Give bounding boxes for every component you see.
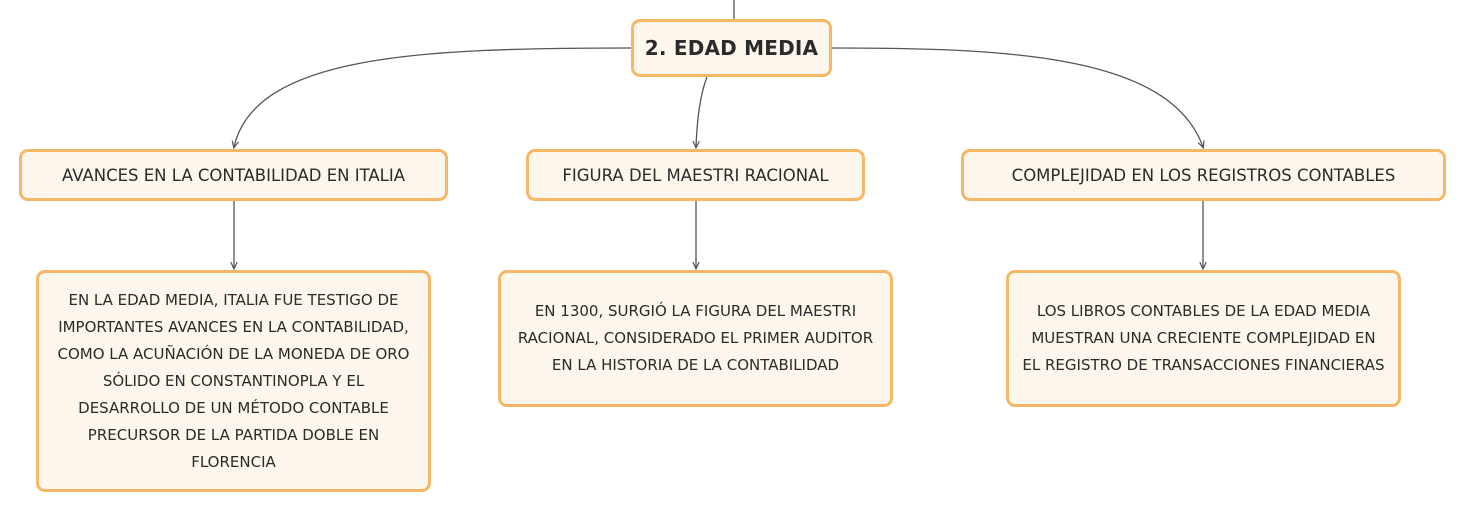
detail-node-maestri-racional[interactable]: EN 1300, SURGIÓ LA FIGURA DEL MAESTRI RA… xyxy=(498,270,893,407)
topic-node-complejidad-registros[interactable]: COMPLEJIDAD EN LOS REGISTROS CONTABLES xyxy=(961,149,1446,201)
detail-node-text: LOS LIBROS CONTABLES DE LA EDAD MEDIA MU… xyxy=(1022,302,1385,374)
detail-node-avances-italia[interactable]: EN LA EDAD MEDIA, ITALIA FUE TESTIGO DE … xyxy=(36,270,431,492)
detail-node-text: EN 1300, SURGIÓ LA FIGURA DEL MAESTRI RA… xyxy=(517,302,874,374)
topic-node-avances-italia[interactable]: AVANCES EN LA CONTABILIDAD EN ITALIA xyxy=(19,149,448,201)
connector-root-to-topic-3 xyxy=(831,47,1203,147)
topic-node-label: AVANCES EN LA CONTABILIDAD EN ITALIA xyxy=(61,165,406,185)
detail-node-text: EN LA EDAD MEDIA, ITALIA FUE TESTIGO DE … xyxy=(57,290,410,471)
topic-node-label: FIGURA DEL MAESTRI RACIONAL xyxy=(562,165,829,185)
topic-node-label: COMPLEJIDAD EN LOS REGISTROS CONTABLES xyxy=(1011,165,1396,185)
root-node-label: 2. EDAD MEDIA xyxy=(644,36,819,60)
detail-node-complejidad-registros[interactable]: LOS LIBROS CONTABLES DE LA EDAD MEDIA MU… xyxy=(1006,270,1401,407)
connector-root-to-topic-2 xyxy=(696,76,708,147)
topic-node-maestri-racional[interactable]: FIGURA DEL MAESTRI RACIONAL xyxy=(526,149,865,201)
connector-root-to-topic-1 xyxy=(234,47,632,147)
root-node[interactable]: 2. EDAD MEDIA xyxy=(631,19,832,77)
